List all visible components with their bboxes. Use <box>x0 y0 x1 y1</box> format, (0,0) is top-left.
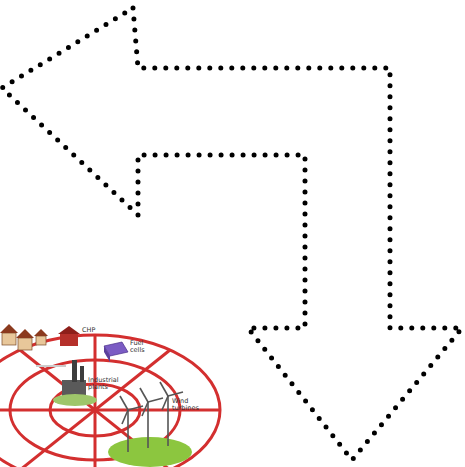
network-rings <box>0 335 220 467</box>
callout-label: Wind turbines <box>172 398 208 412</box>
industrial-plant <box>36 360 97 406</box>
dotted-double-arrow <box>2 8 462 460</box>
callout-label: Industrial plants <box>88 377 126 391</box>
energy-network <box>0 324 360 467</box>
callout-label: CHP <box>82 327 112 334</box>
chp-plant <box>58 326 80 346</box>
houses <box>0 324 48 350</box>
callout-label: Fuel cells <box>130 340 154 354</box>
wind-turbines <box>108 382 192 467</box>
fuel-cell-unit <box>104 342 128 362</box>
